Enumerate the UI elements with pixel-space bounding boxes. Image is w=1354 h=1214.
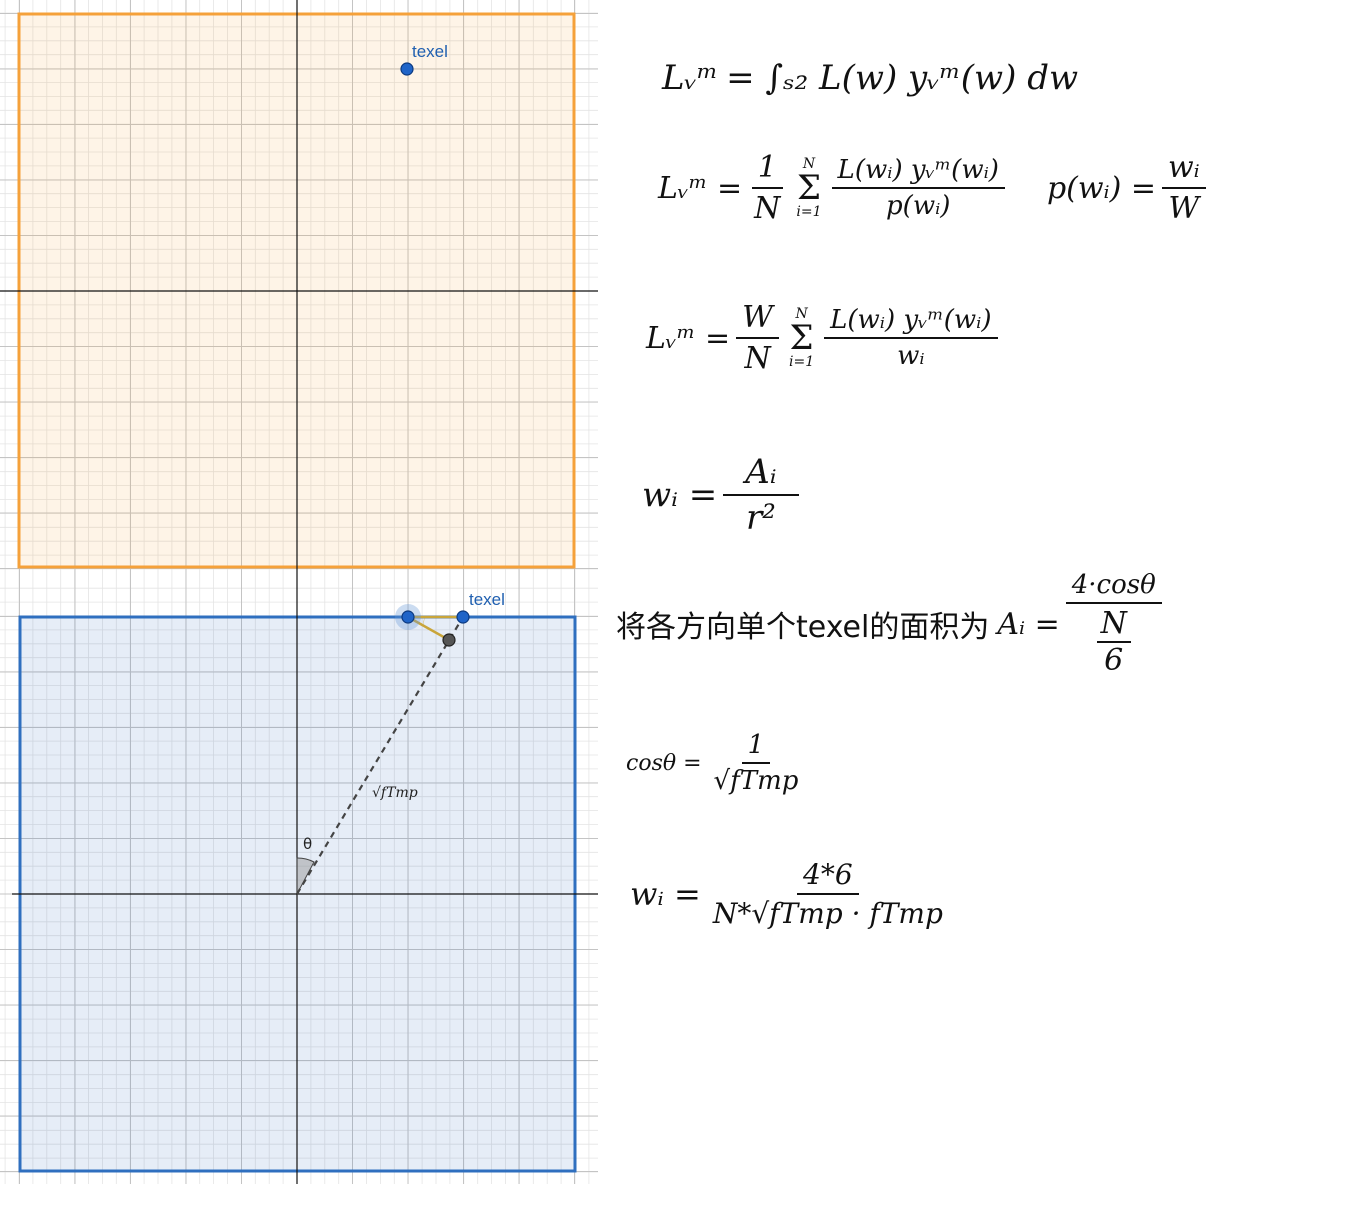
eq7-den: N*√fTmp · fTmp xyxy=(712,897,943,930)
eq3-main-fraction: L(wᵢ) yᵥᵐ(wᵢ) wᵢ xyxy=(824,305,998,371)
top-texel-point[interactable] xyxy=(400,62,414,76)
eq3-sum: N Σ i=1 xyxy=(789,306,814,370)
equation-6: cosθ = 1 √fTmp xyxy=(626,730,810,796)
eq6-num: 1 xyxy=(741,730,771,764)
eq5-den-num: N xyxy=(1096,606,1131,643)
theta-angle-marker xyxy=(296,857,315,895)
sqrt-ftmp-segment xyxy=(296,616,464,895)
triangle-edge-diag xyxy=(407,615,450,642)
eq5-fraction: 4·cosθ N 6 xyxy=(1065,570,1162,678)
eq3-main-num: L(wᵢ) yᵥᵐ(wᵢ) xyxy=(824,305,998,339)
equation-3: Lᵥᵐ = W N N Σ i=1 L(wᵢ) yᵥᵐ(wᵢ) wᵢ xyxy=(646,300,1004,376)
top-grid xyxy=(0,0,598,578)
eq2b-num: wᵢ xyxy=(1161,150,1206,189)
eq1-rhs: = ∫ₛ₂ L(w) yᵥᵐ(w) dw xyxy=(726,58,1079,98)
top-panel: texel xyxy=(0,0,598,578)
eq2b-den: W xyxy=(1168,191,1200,226)
geometry-canvas: texel θ √fTmp texel xyxy=(0,0,598,1184)
eq2-coef-num: 1 xyxy=(751,150,783,189)
eq2-coef-fraction: 1 N xyxy=(748,150,786,226)
eq2-main-num: L(wᵢ) yᵥᵐ(wᵢ) xyxy=(831,155,1005,189)
sigma-icon: Σ xyxy=(789,318,814,358)
equation-4: wᵢ = Aᵢ r² xyxy=(642,452,805,538)
eq6-den: √fTmp xyxy=(713,766,799,796)
eq5-lhs: Aᵢ = xyxy=(997,606,1060,642)
eq2-main-fraction: L(wᵢ) yᵥᵐ(wᵢ) p(wᵢ) xyxy=(831,155,1005,221)
eq3-coef-num: W xyxy=(736,300,780,339)
bottom-panel: θ √fTmp texel xyxy=(0,578,598,1184)
eq2b-lhs: p(wᵢ) = xyxy=(1046,170,1156,206)
eq2-sum-bot: i=1 xyxy=(796,204,822,220)
sigma-icon: Σ xyxy=(796,168,821,208)
equation-7: wᵢ = 4*6 N*√fTmp · fTmp xyxy=(630,858,955,930)
eq1-lhs: Lᵥᵐ xyxy=(662,58,719,98)
eq7-fraction: 4*6 N*√fTmp · fTmp xyxy=(707,858,949,930)
bottom-texel-label: texel xyxy=(469,590,505,609)
theta-label: θ xyxy=(303,835,312,853)
eq2-coef-den: N xyxy=(754,191,781,226)
eq3-lhs: Lᵥᵐ = xyxy=(646,320,731,356)
eq3-sum-bot: i=1 xyxy=(789,354,815,370)
eq4-fraction: Aᵢ r² xyxy=(723,452,799,538)
equation-1: Lᵥᵐ = ∫ₛ₂ L(w) yᵥᵐ(w) dw xyxy=(662,58,1078,98)
sqrt-ftmp-label: √fTmp xyxy=(372,785,418,801)
eq3-main-den: wᵢ xyxy=(897,341,925,371)
eq2b-fraction: wᵢ W xyxy=(1161,150,1206,226)
eq5-den-den: 6 xyxy=(1104,643,1124,678)
triangle-angle-marker xyxy=(422,617,425,626)
eq2-sum: N Σ i=1 xyxy=(796,156,821,220)
texel-left-point[interactable] xyxy=(401,610,415,624)
eq5-text: 将各方向单个texel的面积为 xyxy=(616,610,990,645)
eq6-lhs: cosθ = xyxy=(626,750,702,776)
eq3-sum-top: N xyxy=(795,306,808,322)
texel-right-point[interactable] xyxy=(456,610,470,624)
eq6-fraction: 1 √fTmp xyxy=(708,730,805,796)
eq5-num: 4·cosθ xyxy=(1065,570,1162,604)
eq4-lhs: wᵢ = xyxy=(642,475,718,515)
eq2-sum-top: N xyxy=(802,156,816,172)
eq2-main-den: p(wᵢ) xyxy=(886,191,951,221)
eq3-coef-den: N xyxy=(744,341,771,376)
eq4-den: r² xyxy=(746,498,776,538)
eq4-num: Aᵢ xyxy=(723,452,799,496)
eq7-lhs: wᵢ = xyxy=(630,875,701,913)
eq7-num: 4*6 xyxy=(797,858,859,895)
equation-2: Lᵥᵐ = 1 N N Σ i=1 L(wᵢ) yᵥᵐ(wᵢ) p(wᵢ) p(… xyxy=(658,150,1212,226)
equation-5: 将各方向单个texel的面积为 Aᵢ = 4·cosθ N 6 xyxy=(616,570,1168,678)
eq2-lhs: Lᵥᵐ = xyxy=(658,170,743,206)
eq5-den: N 6 xyxy=(1091,604,1137,678)
projection-point[interactable] xyxy=(442,633,456,647)
top-texel-label: texel xyxy=(412,42,448,61)
eq3-coef-fraction: W N xyxy=(736,300,780,376)
